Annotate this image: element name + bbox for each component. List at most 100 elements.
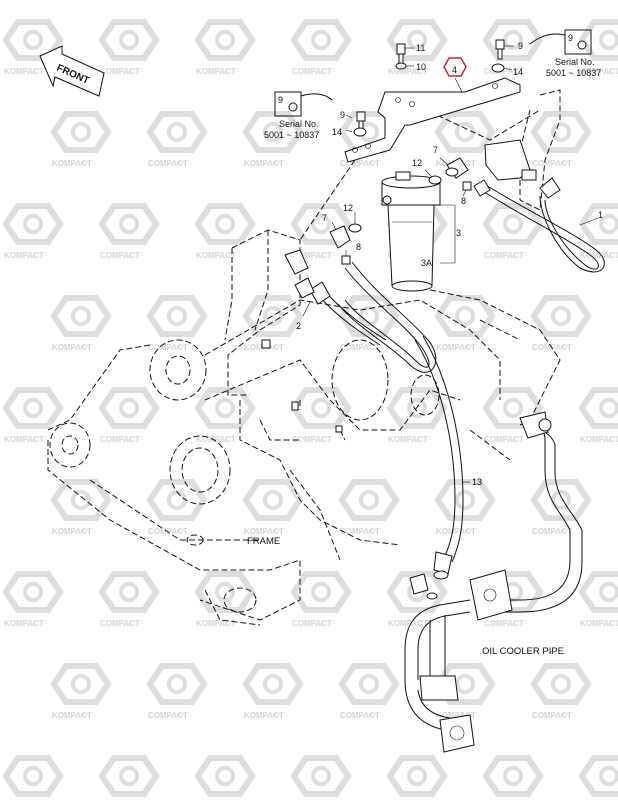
watermark-text: COMPACT — [292, 619, 332, 628]
watermark-logo — [102, 206, 156, 242]
watermark-logo — [534, 482, 588, 518]
watermark-text: COMPACT — [484, 67, 524, 76]
callout-14-left: 14 — [332, 127, 342, 137]
watermark-logo — [438, 482, 492, 518]
watermark-text: COMPACT — [484, 435, 524, 444]
watermark-text: KOMPACT — [436, 343, 476, 352]
watermark-logo — [54, 298, 108, 334]
serial-left-label: Serial No. — [279, 119, 319, 129]
watermark-logo — [246, 298, 300, 334]
watermark-logo — [582, 758, 618, 794]
watermark-logo — [294, 22, 348, 58]
watermark-logo — [54, 666, 108, 702]
watermark-text: KOMPACT — [580, 251, 618, 260]
watermark-logo — [342, 666, 396, 702]
watermark-text: COMPACT — [148, 343, 188, 352]
watermark-logo — [246, 482, 300, 518]
washer-14-right — [491, 63, 505, 73]
watermark-logo — [534, 298, 588, 334]
callout-2: 2 — [296, 321, 301, 331]
callout-9-left: 9 — [340, 110, 345, 120]
callout-7-upper: 7 — [433, 145, 438, 155]
hose-13 — [414, 335, 464, 580]
callout-12-upper: 12 — [412, 158, 422, 168]
watermark-logo — [582, 390, 618, 426]
watermark-logo — [102, 390, 156, 426]
hydraulic-filter-assembly — [381, 171, 441, 292]
callout-8-upper: 8 — [461, 196, 466, 206]
watermark-logo — [198, 758, 252, 794]
watermark-text: KOMPACT — [244, 159, 284, 168]
watermark-text: KOMPACT — [580, 619, 618, 628]
o-ring-12-upper — [428, 175, 442, 185]
watermark-logo — [486, 758, 540, 794]
watermark-text: KOMPACT — [196, 435, 236, 444]
watermark-text: COMPACT — [340, 343, 380, 352]
watermark-text: KOMPACT — [4, 67, 44, 76]
watermark-text: KOMPACT — [580, 435, 618, 444]
watermark-text: KOMPACT — [52, 527, 92, 536]
callout-9: 9 — [278, 95, 283, 105]
filter-mounting-bracket — [344, 77, 521, 163]
watermark-logo — [294, 390, 348, 426]
washer-14-left — [353, 127, 367, 137]
elbow-fitting-7-lower — [329, 225, 351, 249]
watermark-logo — [102, 574, 156, 610]
serial-right-label: Serial No. — [555, 57, 595, 67]
watermark-text: COMPACT — [148, 159, 188, 168]
serial-left-range: 5001 ~ 10837 — [264, 130, 319, 140]
callout-9: 9 — [568, 33, 573, 43]
watermark-logo — [390, 758, 444, 794]
watermark-text: COMPACT — [532, 711, 572, 720]
watermark-text: KOMPACT — [580, 67, 618, 76]
watermark-text: COMPACT — [484, 619, 524, 628]
watermark-logo — [582, 22, 618, 58]
watermark-text: COMPACT — [340, 711, 380, 720]
watermark-logo — [102, 758, 156, 794]
serial-box-left: 9 Serial No. 5001 ~ 10837 — [264, 91, 333, 140]
watermark-text: KOMPACT — [52, 159, 92, 168]
hose-2 — [284, 249, 437, 373]
watermark-logo — [246, 666, 300, 702]
watermark-text: KOMPACT — [196, 251, 236, 260]
watermark-text: COMPACT — [532, 527, 572, 536]
watermark-logo — [582, 574, 618, 610]
watermark-text: KOMPACT — [388, 619, 428, 628]
connector-8-upper — [462, 181, 472, 191]
watermark-logo — [54, 482, 108, 518]
watermark-text: KOMPACT — [244, 711, 284, 720]
callout-10: 10 — [416, 62, 426, 72]
watermark-logo — [150, 298, 204, 334]
watermark-text: COMPACT — [292, 251, 332, 260]
serial-right-range: 5001 ~ 10837 — [546, 68, 601, 78]
watermark-logo — [54, 114, 108, 150]
watermark-logo — [150, 114, 204, 150]
watermark-text: KOMPACT — [52, 343, 92, 352]
watermark-text: COMPACT — [148, 711, 188, 720]
callout-12-lower: 12 — [343, 203, 353, 213]
serial-box-right: 9 Serial No. 5001 ~ 10837 — [529, 29, 601, 78]
machine-frame — [47, 89, 561, 626]
watermark-text: KOMPACT — [4, 435, 44, 444]
callout-11: 11 — [416, 43, 425, 53]
watermark-logo — [294, 574, 348, 610]
watermark-text: KOMPACT — [388, 67, 428, 76]
watermark-logo — [6, 390, 60, 426]
watermark-logo — [534, 114, 588, 150]
callout-13: 13 — [472, 477, 482, 487]
watermark-text: COMPACT — [100, 67, 140, 76]
watermark-logo — [486, 22, 540, 58]
hose-1 — [473, 139, 605, 273]
oil-cooler-pipe — [404, 411, 583, 753]
watermark-text: KOMPACT — [4, 619, 44, 628]
watermark-logo — [6, 574, 60, 610]
watermark-text: COMPACT — [292, 435, 332, 444]
callout-3: 3 — [456, 228, 461, 238]
watermark-text: COMPACT — [100, 619, 140, 628]
watermark-logo — [6, 758, 60, 794]
part-4-highlight — [443, 57, 467, 77]
frame-bolt — [261, 339, 343, 433]
watermark-text: COMPACT — [292, 67, 332, 76]
oil-cooler-pipe-label: OIL COOLER PIPE — [482, 646, 564, 657]
